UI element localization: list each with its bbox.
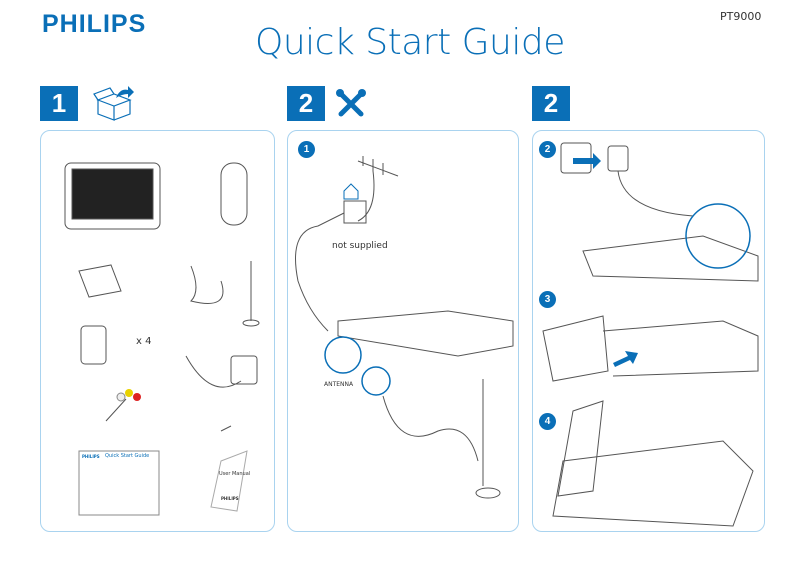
- step-2b-badge: 2: [532, 86, 570, 121]
- substep-4-badge: 4: [539, 413, 556, 430]
- unbox-icon: [92, 84, 136, 122]
- philips-logo: PHILIPS: [42, 10, 147, 38]
- screws-multiplier: x 4: [136, 336, 152, 347]
- step-2-badge: 2: [287, 86, 325, 121]
- model-number: PT9000: [720, 10, 762, 23]
- substep-3-badge: 3: [539, 291, 556, 308]
- guide-thumb-brand: PHILIPS: [82, 454, 100, 459]
- house-icon: [341, 181, 361, 201]
- step-1-badge: 1: [40, 86, 78, 121]
- guide-thumb-title: Quick Start Guide: [105, 453, 150, 459]
- page-title: Quick Start Guide: [255, 22, 565, 63]
- substep-2-badge: 2: [539, 141, 556, 158]
- antenna-illustration: [295, 156, 514, 499]
- substep-1-badge: 1: [298, 141, 315, 158]
- manual-thumb-title: User Manual: [219, 471, 251, 477]
- power-stand-illustration: [542, 142, 759, 527]
- panel-antenna: 1 not supplied ANTENNA: [287, 130, 519, 532]
- tools-icon: [335, 88, 367, 120]
- manual-thumb-brand: PHILIPS: [221, 496, 239, 501]
- panel-box-contents: x 4 PHILIPS Quick Start Guide User Manua…: [40, 130, 275, 532]
- panel-power-stand: 2 3 4: [532, 130, 765, 532]
- not-supplied-label: not supplied: [332, 241, 388, 251]
- contents-illustration: [64, 162, 260, 516]
- antenna-label: ANTENNA: [324, 381, 354, 388]
